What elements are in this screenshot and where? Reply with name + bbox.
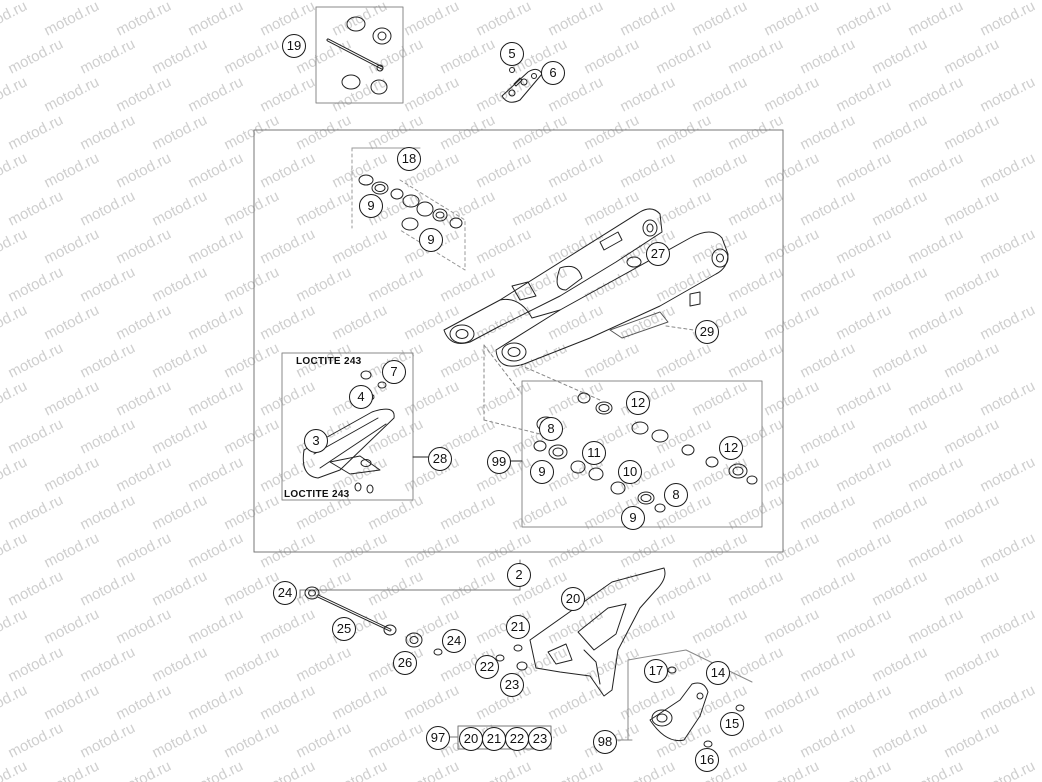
callout-8: 8 <box>539 417 563 441</box>
callout-97: 97 <box>426 726 450 750</box>
callout-7: 7 <box>382 360 406 384</box>
callout-20: 20 <box>459 727 483 751</box>
callout-12: 12 <box>626 391 650 415</box>
callout-99: 99 <box>487 450 511 474</box>
callout-18: 18 <box>397 147 421 171</box>
callout-8: 8 <box>664 483 688 507</box>
callout-23: 23 <box>528 727 552 751</box>
callout-25: 25 <box>332 617 356 641</box>
callout-23: 23 <box>500 673 524 697</box>
callout-98: 98 <box>593 730 617 754</box>
callout-26: 26 <box>393 651 417 675</box>
callout-9: 9 <box>530 460 554 484</box>
callout-22: 22 <box>505 727 529 751</box>
callout-24: 24 <box>273 581 297 605</box>
callout-29: 29 <box>695 320 719 344</box>
dash-connectors <box>483 325 695 435</box>
callout-14: 14 <box>706 661 730 685</box>
callout-19: 19 <box>282 34 306 58</box>
callout-17: 17 <box>644 659 668 683</box>
loctite-note-top: LOCTITE 243 <box>296 356 362 367</box>
callout-22: 22 <box>475 655 499 679</box>
pivot-kit-box <box>509 380 763 528</box>
callout-15: 15 <box>720 712 744 736</box>
main-assembly-frame <box>253 129 784 553</box>
callout-16: 16 <box>695 748 719 772</box>
callout-24: 24 <box>442 629 466 653</box>
callout-27: 27 <box>646 242 670 266</box>
callout-9: 9 <box>359 194 383 218</box>
axle-kit-box <box>315 6 404 104</box>
callout-6: 6 <box>541 61 565 85</box>
callout-4: 4 <box>349 385 373 409</box>
callout-21: 21 <box>482 727 506 751</box>
callout-21: 21 <box>506 615 530 639</box>
callout-5: 5 <box>500 42 524 66</box>
swingarm <box>443 208 729 367</box>
chain-guard <box>495 567 666 697</box>
pivot-axle-group <box>299 559 521 656</box>
callout-9: 9 <box>419 228 443 252</box>
callout-9: 9 <box>621 506 645 530</box>
callout-10: 10 <box>618 460 642 484</box>
guard-bracket-box <box>617 649 753 748</box>
callout-28: 28 <box>428 447 452 471</box>
callout-12: 12 <box>719 436 743 460</box>
callout-20: 20 <box>561 587 585 611</box>
callout-11: 11 <box>582 441 606 465</box>
loctite-note-bottom: LOCTITE 243 <box>284 489 350 500</box>
callout-3: 3 <box>304 429 328 453</box>
callout-2: 2 <box>507 563 531 587</box>
